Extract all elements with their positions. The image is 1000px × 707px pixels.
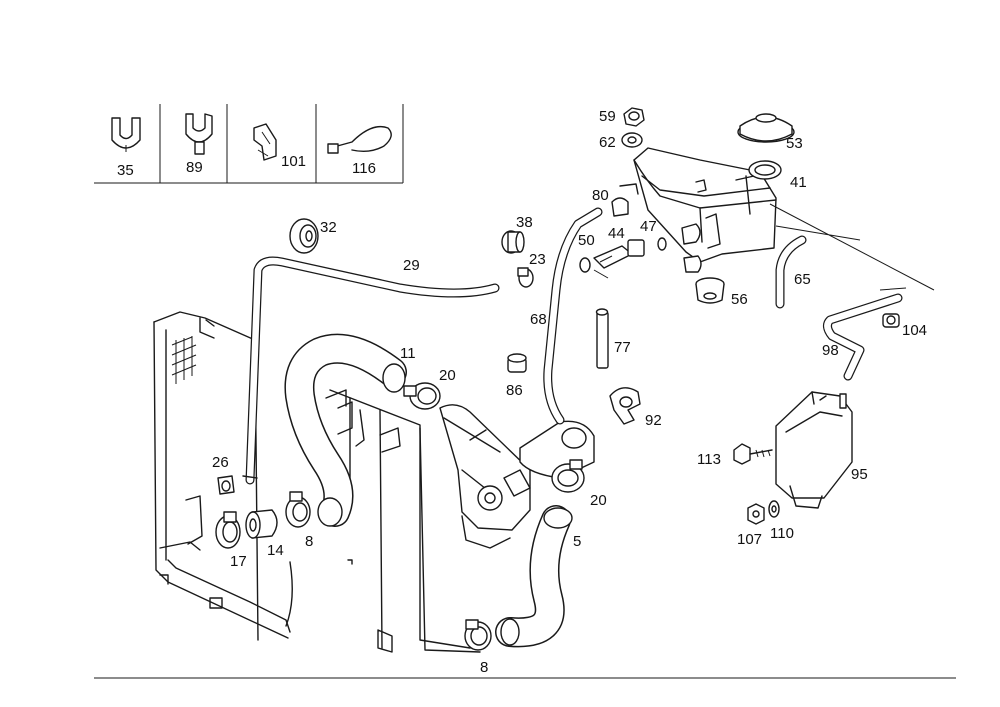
callout-113: 113 — [697, 451, 721, 468]
callout-59: 59 — [599, 108, 616, 125]
level-sensor-44 — [593, 239, 645, 269]
callouts: 59 62 53 41 80 38 44 47 50 23 32 29 65 5… — [212, 108, 927, 676]
callout-104: 104 — [902, 322, 927, 339]
callout-20-lower: 20 — [590, 492, 607, 509]
callout-8-left: 8 — [305, 533, 313, 550]
tank-fittings — [681, 223, 702, 273]
callout-86: 86 — [506, 382, 523, 399]
hose-clamp-20-lower — [551, 459, 585, 493]
seal-41 — [748, 160, 782, 180]
callout-62: 62 — [599, 134, 616, 151]
callout-11: 11 — [400, 345, 416, 362]
radiator-cap-53 — [737, 113, 795, 143]
callout-68: 68 — [530, 311, 547, 328]
legend-label-116: 116 — [352, 160, 376, 177]
callout-110: 110 — [770, 525, 794, 542]
bracket-clip-icon — [185, 113, 213, 155]
radiator-hose-11 — [284, 333, 407, 527]
hose-clip-icon — [111, 117, 141, 152]
callout-41: 41 — [790, 174, 807, 191]
hose-clamp-8-bottom — [464, 619, 492, 651]
vent-hose-29 — [242, 256, 500, 485]
callout-80: 80 — [592, 187, 609, 204]
hose-clamp-17 — [215, 511, 241, 549]
callout-26: 26 — [212, 454, 229, 471]
callout-53: 53 — [786, 135, 803, 152]
reservoir-95 — [775, 391, 853, 509]
legend-label-35: 35 — [117, 162, 134, 179]
clip-80 — [611, 197, 629, 217]
legend-label-89: 89 — [186, 159, 203, 176]
leader-lines — [593, 203, 935, 291]
nut-107 — [747, 503, 765, 525]
hose-clamp-23 — [517, 267, 534, 288]
hose-65 — [775, 235, 807, 309]
callout-92: 92 — [645, 412, 662, 429]
callout-47: 47 — [640, 218, 657, 235]
callout-77: 77 — [614, 339, 631, 356]
lower-hose-5 — [495, 505, 573, 648]
clip-26 — [217, 475, 235, 495]
connector-14 — [245, 509, 278, 539]
washer-62 — [621, 132, 643, 148]
pipe-98 — [822, 293, 903, 381]
radiator — [153, 311, 481, 653]
grommet-32 — [289, 218, 319, 254]
callout-5: 5 — [573, 533, 581, 550]
callout-14: 14 — [267, 542, 284, 559]
screw-113 — [733, 443, 773, 465]
hose-clamp-20-top — [403, 382, 441, 410]
callout-107: 107 — [737, 531, 762, 548]
callout-50: 50 — [578, 232, 595, 249]
hose-68 — [543, 207, 603, 425]
legend-box: 35 89 101 116 — [94, 104, 404, 184]
washer-110 — [768, 500, 780, 518]
nut-104 — [882, 313, 900, 328]
callout-29: 29 — [403, 257, 420, 274]
expansion-tank — [619, 147, 777, 263]
callout-38: 38 — [516, 214, 533, 231]
callout-17: 17 — [230, 553, 247, 570]
hose-clamp-8-left — [285, 491, 311, 528]
retaining-clip-icon — [253, 123, 277, 161]
callout-98: 98 — [822, 342, 839, 359]
grommet-86 — [507, 353, 527, 373]
callout-23: 23 — [529, 251, 546, 268]
clip-92 — [609, 387, 641, 425]
tube-77 — [595, 308, 609, 369]
callout-32: 32 — [320, 219, 337, 236]
o-ring-50 — [579, 257, 591, 273]
callout-20-top: 20 — [439, 367, 456, 384]
callout-56: 56 — [731, 291, 748, 308]
callout-65: 65 — [794, 271, 811, 288]
legend-label-101: 101 — [281, 153, 306, 170]
callout-8-bottom: 8 — [480, 659, 488, 676]
callout-44: 44 — [608, 225, 625, 242]
nut-59 — [623, 107, 645, 127]
cable-tie-icon — [327, 125, 392, 154]
callout-95: 95 — [851, 466, 868, 483]
washer-47 — [657, 237, 667, 251]
grommet-56 — [695, 277, 725, 304]
grommet-38 — [501, 230, 525, 254]
